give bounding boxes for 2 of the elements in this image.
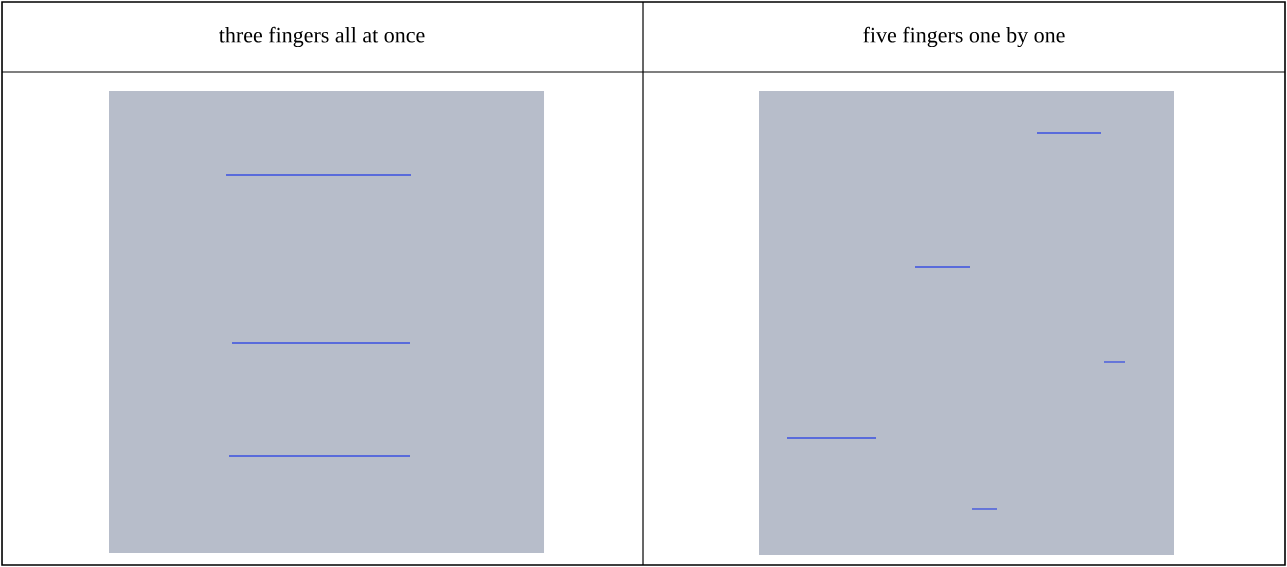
header-text: three fingers all at once bbox=[219, 26, 425, 48]
header-text: five fingers one by one bbox=[863, 26, 1065, 48]
